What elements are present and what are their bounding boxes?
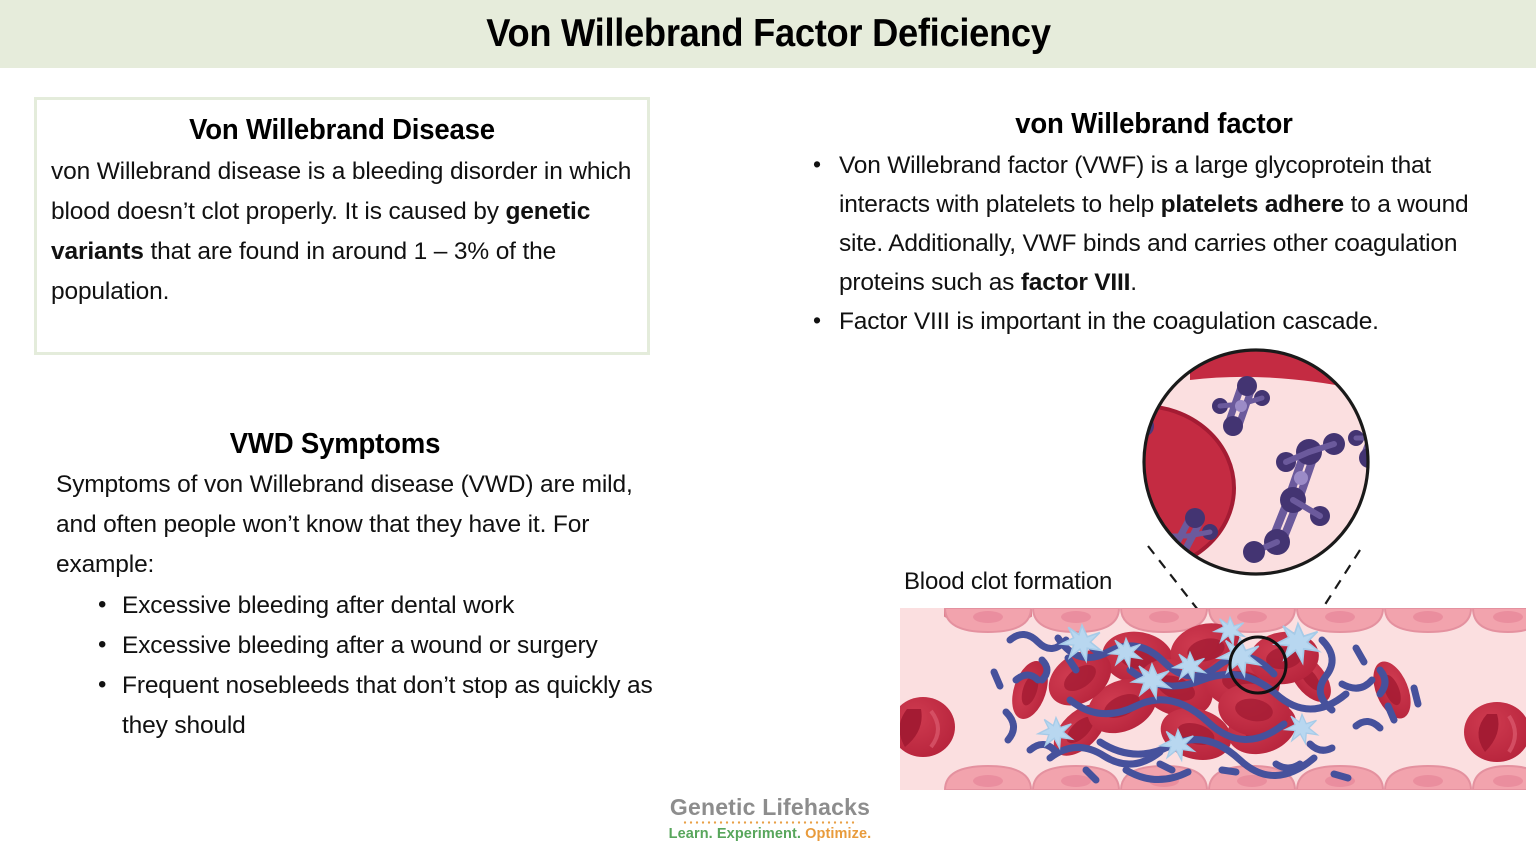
list-item: Excessive bleeding after a wound or surg… — [94, 625, 664, 666]
symptoms-list: Excessive bleeding after dental workExce… — [44, 585, 664, 746]
endothelial-cells-top-row — [943, 608, 1526, 634]
blood-vessel-panel — [900, 608, 1526, 790]
disease-card-title: Von Willebrand Disease — [189, 114, 495, 146]
blood-clot-illustration: Blood clot formation — [890, 340, 1536, 810]
blood-clot-svg — [900, 348, 1526, 790]
vwf-title: von Willebrand factor — [1015, 108, 1293, 140]
logo-tagline-orange: Optimize. — [805, 826, 872, 842]
vwd-symptoms-section: VWD Symptoms Symptoms of von Willebrand … — [44, 428, 664, 746]
list-item: Von Willebrand factor (VWF) is a large g… — [807, 145, 1513, 302]
emphasis-text: genetic variants — [51, 198, 591, 265]
emphasis-text: factor VIII — [1020, 269, 1131, 296]
logo-dot-divider — [682, 820, 858, 825]
list-item: Factor VIII is important in the coagulat… — [807, 301, 1513, 341]
magnified-inset — [1142, 348, 1370, 576]
focus-circle-marker — [1228, 635, 1288, 695]
logo-tagline: Learn. Experiment. Optimize. — [664, 826, 876, 843]
logo-name: Genetic Lifehacks — [669, 794, 871, 820]
disease-card-paragraph: von Willebrand disease is a bleeding dis… — [51, 158, 632, 305]
emphasis-text: platelets adhere — [1160, 191, 1345, 218]
list-item: Excessive bleeding after dental work — [94, 585, 664, 626]
symptoms-intro-text: Symptoms of von Willebrand disease (VWD)… — [56, 471, 633, 578]
header-banner: Von Willebrand Factor Deficiency — [0, 0, 1536, 68]
blood-clot-caption: Blood clot formation — [904, 568, 1113, 595]
list-item: Frequent nosebleeds that don’t stop as q… — [94, 665, 664, 746]
von-willebrand-factor-section: von Willebrand factor Von Willebrand fac… — [795, 108, 1513, 341]
logo-tagline-green: Learn. Experiment. — [668, 826, 806, 842]
symptoms-title: VWD Symptoms — [229, 428, 441, 460]
platelets — [1035, 615, 1322, 763]
brand-logo: Genetic Lifehacks Learn. Experiment. Opt… — [664, 794, 876, 843]
von-willebrand-disease-card: Von Willebrand Disease von Willebrand di… — [34, 97, 650, 355]
page-title: Von Willebrand Factor Deficiency — [485, 12, 1051, 55]
vwf-list: Von Willebrand factor (VWF) is a large g… — [795, 145, 1513, 341]
